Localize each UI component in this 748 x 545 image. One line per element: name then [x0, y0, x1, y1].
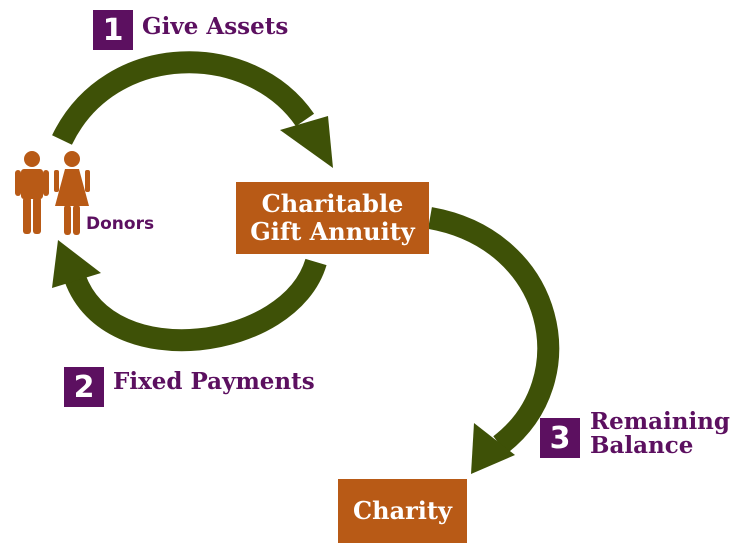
donors-figures: [15, 151, 90, 235]
charitable-gift-annuity-box: Charitable Gift Annuity: [236, 182, 429, 254]
step-3-label-line2: Balance: [590, 432, 694, 460]
step-2-badge: 2: [64, 367, 104, 407]
charity-box: Charity: [338, 479, 467, 543]
step-3-label: Remaining Balance: [590, 408, 730, 460]
step-1-label: Give Assets: [142, 13, 289, 40]
step-3-label-line1: Remaining: [590, 408, 730, 435]
remaining-balance-arrowhead: [471, 423, 515, 474]
annuity-box-line2: Gift Annuity: [250, 217, 415, 246]
remaining-balance-arrow: [427, 207, 560, 454]
step-1-badge: 1: [93, 10, 133, 50]
step-2-label: Fixed Payments: [113, 368, 315, 395]
give-assets-arrowhead: [280, 116, 333, 168]
donors-label: Donors: [86, 214, 155, 234]
step-3-badge: 3: [540, 418, 580, 458]
fixed-payments-arrow: [64, 258, 327, 352]
woman-icon: [54, 151, 90, 235]
fixed-payments-arrowhead: [52, 240, 101, 288]
give-assets-arrow: [52, 51, 315, 146]
charity-box-label: Charity: [353, 496, 452, 526]
annuity-box-line1: Charitable: [261, 189, 404, 219]
man-icon: [15, 151, 49, 234]
